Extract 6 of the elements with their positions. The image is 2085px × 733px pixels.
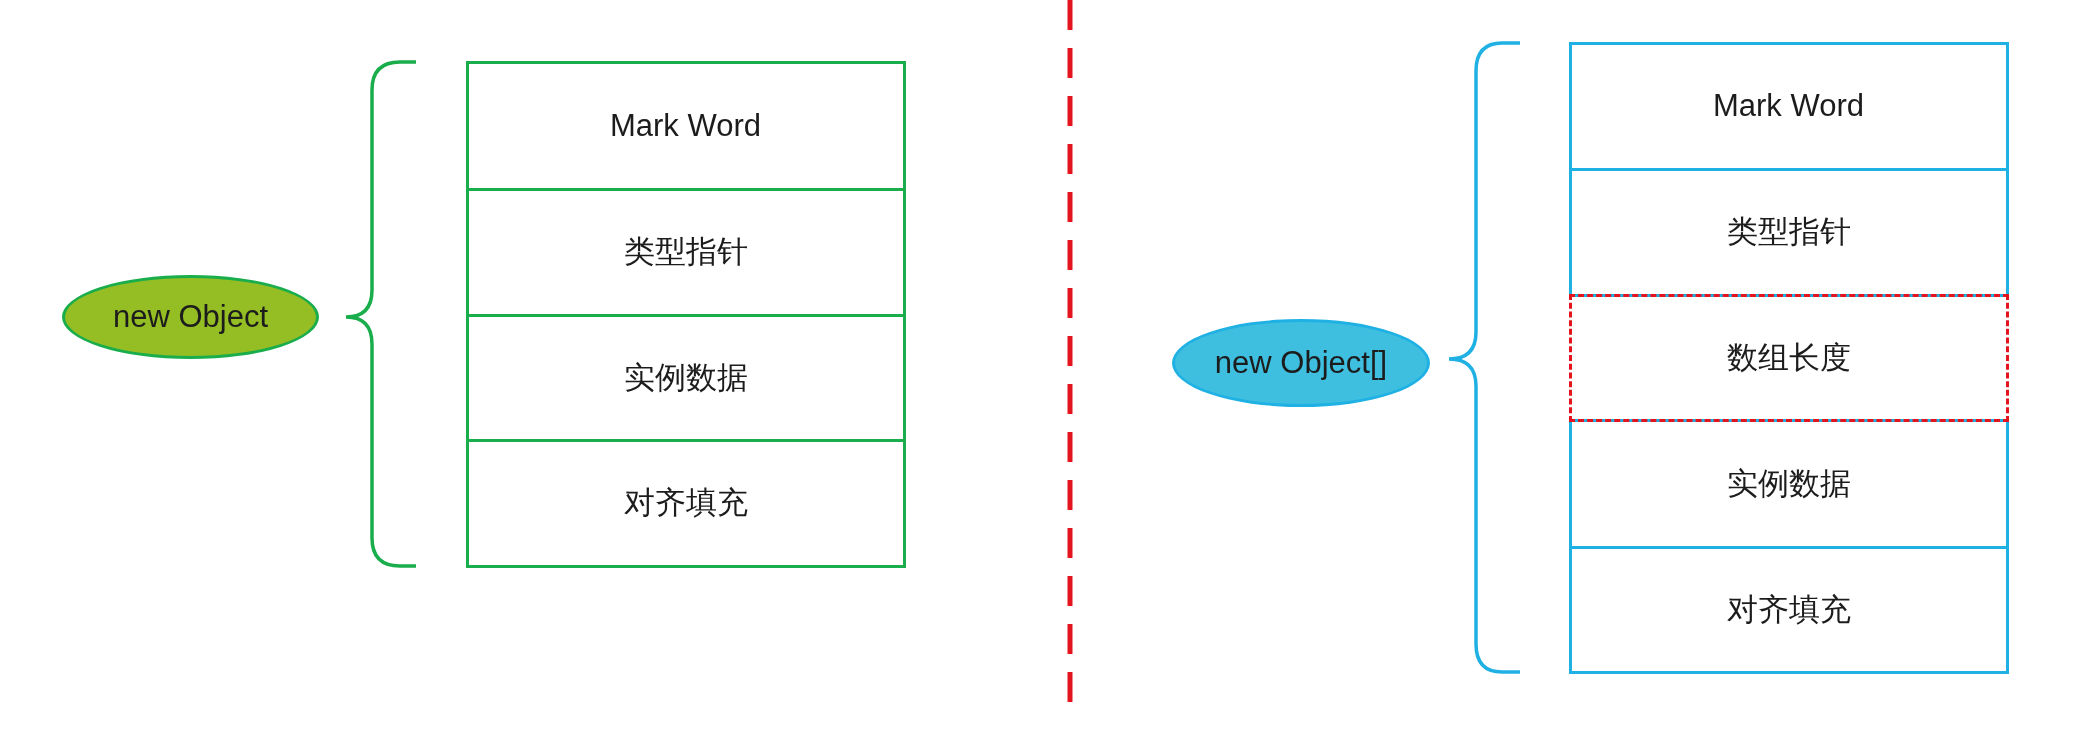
oval-node: new Object[]: [1172, 319, 1430, 407]
stack-row: Mark Word: [465, 60, 906, 191]
stack-row: 实例数据: [1568, 418, 2009, 549]
stack-row: Mark Word: [1568, 41, 2009, 171]
oval-node: new Object: [62, 275, 319, 359]
dashed-stack-row: 数组长度: [1568, 293, 2009, 422]
